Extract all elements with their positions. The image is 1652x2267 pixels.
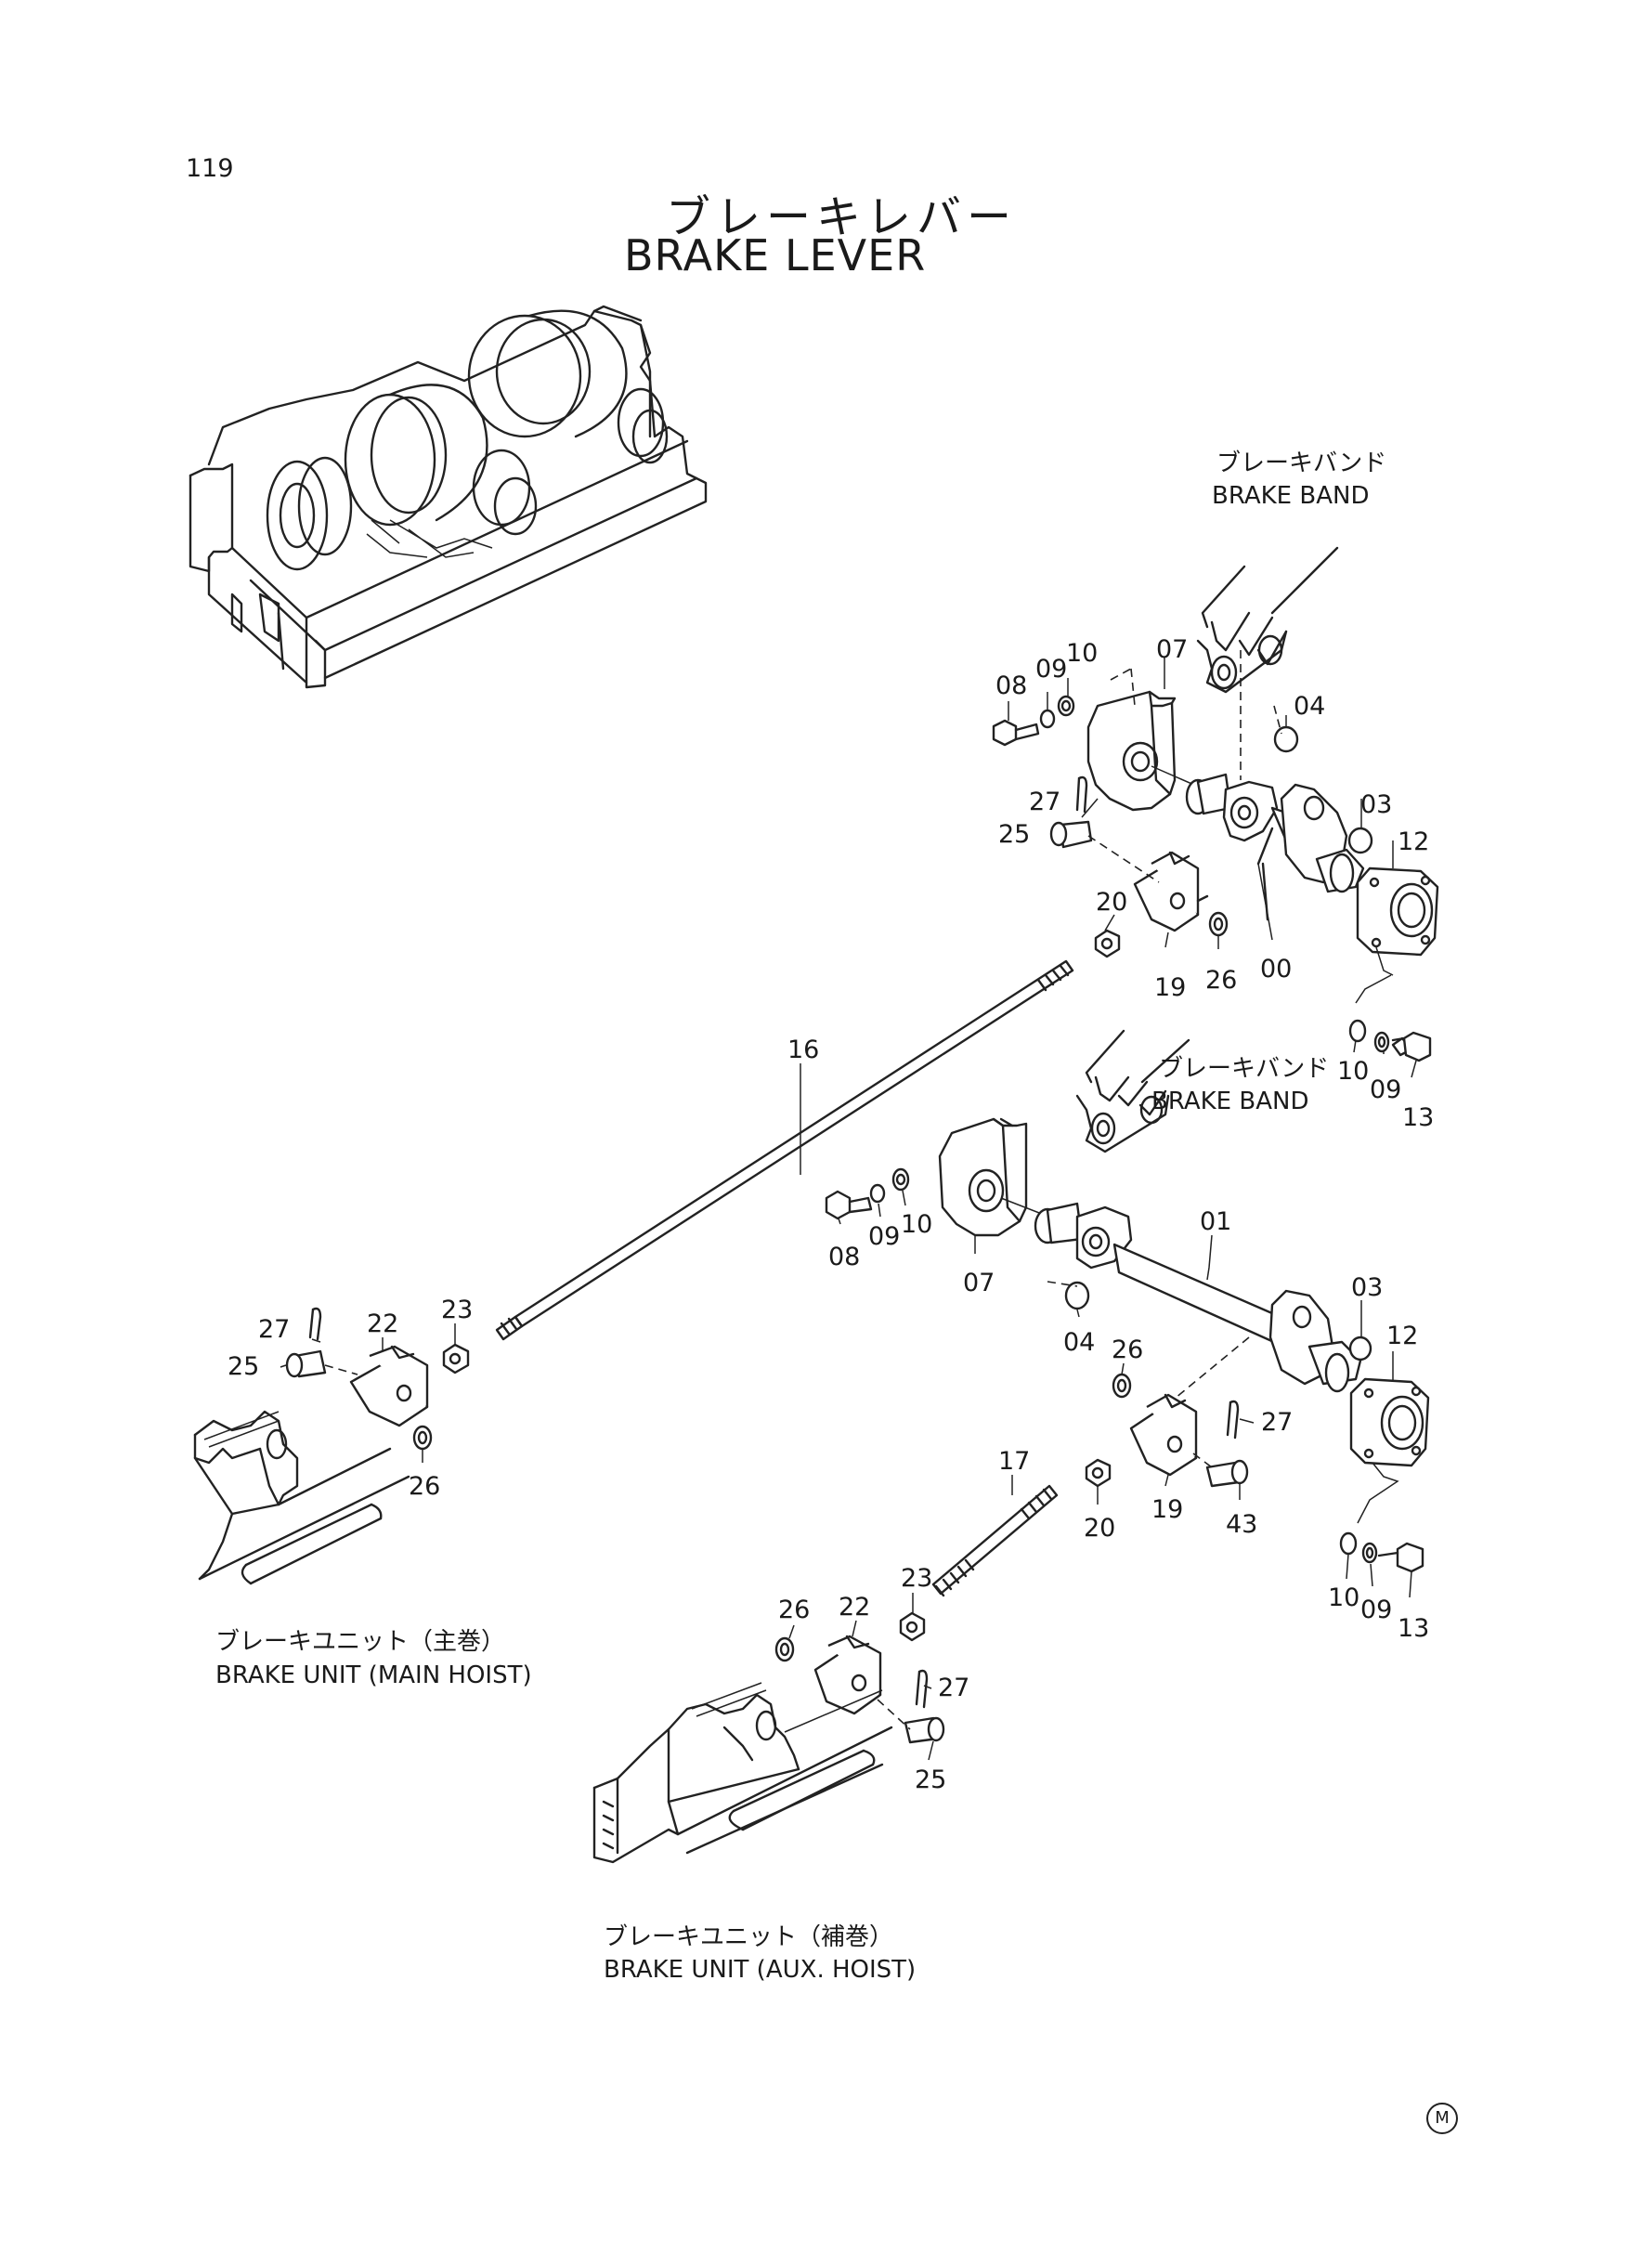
lower-clevis-assembly [1085,1373,1249,1488]
part-number: 22 [367,1309,399,1338]
rod-17 [931,1484,1059,1597]
part-number: 04 [1294,692,1326,721]
part-number: 20 [1096,888,1128,917]
part-number: 16 [787,1036,820,1064]
part-number: 13 [1402,1103,1435,1132]
part-number: 00 [1260,955,1293,984]
part-number: 27 [1261,1408,1294,1437]
part-number: 23 [901,1564,933,1593]
right-bolt-set-upper [1348,1019,1432,1062]
lower-flange [1349,1377,1430,1524]
part-number: 26 [778,1596,811,1624]
brake-band-upper-label: BRAKE BAND [1212,482,1370,510]
part-number: 01 [1200,1207,1232,1236]
part-number: 27 [258,1315,291,1344]
part-number: 10 [1337,1057,1370,1086]
part-number: 09 [1035,655,1068,684]
right-bolt-set-lower [1339,1531,1424,1573]
part-number: 26 [1205,966,1238,995]
part-number: 27 [1029,788,1061,816]
brake-band-lower-jp: ブレーキバンド [1159,1055,1330,1083]
part-number: 22 [839,1593,871,1622]
part-number: 12 [1398,827,1430,856]
leader-lines [280,658,1417,1761]
rod-16 [495,959,1074,1341]
upper-lever-shaft [1185,773,1373,921]
part-number: 19 [1154,973,1187,1002]
aux-clevis-assembly [774,1611,945,1744]
lower-lever-shaft [1034,1202,1372,1403]
part-number: 20 [1084,1514,1116,1543]
part-number: 08 [828,1243,861,1271]
part-number: 09 [868,1222,901,1251]
brake-unit-main-hoist-jp: ブレーキユニット（主巻） [215,1628,506,1656]
brake-unit-main-hoist-drawing [193,1410,410,1585]
part-number: 07 [1156,635,1189,664]
part-number: 09 [1360,1596,1393,1624]
part-number: 09 [1370,1075,1402,1104]
part-number: 10 [901,1210,933,1239]
part-number: 10 [1066,639,1099,668]
winch-assembly-drawing [189,305,708,689]
part-number: 07 [963,1269,995,1297]
part-number: 04 [1063,1328,1096,1357]
part-number: 08 [995,671,1028,700]
brake-unit-aux-hoist-label: BRAKE UNIT (AUX. HOIST) [604,1956,917,1984]
manufacturer-mark: M [1426,2103,1458,2134]
brake-band-lower-label: BRAKE BAND [1151,1088,1309,1115]
part-number: 25 [915,1765,947,1794]
upper-brake-band-arm [1196,546,1339,780]
upper-bracket-assembly [992,668,1299,812]
part-number: 12 [1386,1322,1419,1350]
part-number: 23 [441,1296,474,1324]
page-number: 119 [186,154,234,183]
part-number: 26 [1112,1335,1144,1364]
brake-unit-main-hoist-label: BRAKE UNIT (MAIN HOIST) [215,1661,532,1689]
part-number: 10 [1328,1583,1360,1612]
part-number: 26 [409,1472,441,1501]
page-title: BRAKE LEVER [624,230,927,280]
brake-unit-aux-hoist-drawing [592,1682,893,1864]
part-number: 17 [998,1447,1031,1476]
part-number: 27 [938,1674,970,1702]
part-number: 03 [1360,790,1393,819]
upper-clevis-assembly [1049,775,1229,958]
part-number: 43 [1226,1510,1258,1539]
page-title-japanese: ブレーキレバー [666,191,1018,243]
lower-bracket-assembly [825,1117,1073,1237]
left-clevis-assembly [285,1307,470,1451]
upper-flange [1355,866,1439,1004]
part-number: 03 [1351,1273,1384,1302]
part-number: 25 [998,820,1031,849]
lower-brake-band-arm [1075,1029,1190,1153]
brake-band-upper-jp: ブレーキバンド [1216,449,1387,477]
part-number: 25 [228,1352,260,1381]
part-number: 13 [1398,1614,1430,1643]
part-number: 19 [1151,1495,1184,1524]
brake-unit-aux-hoist-jp: ブレーキユニット（補巻） [604,1923,894,1951]
